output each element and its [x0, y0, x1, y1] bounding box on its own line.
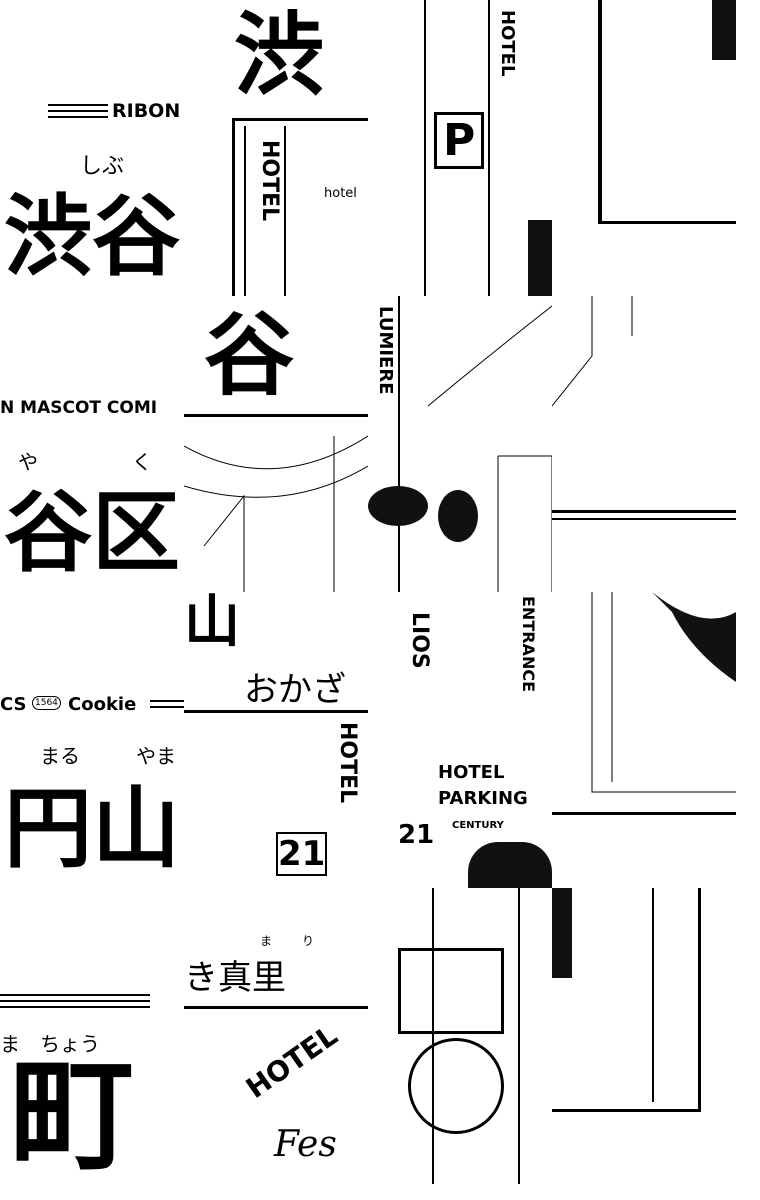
ribon-label: RIBON — [112, 100, 181, 122]
hotel-vertical-sign: HOTEL — [257, 140, 282, 222]
tile-lumiere-street[interactable]: LUMIERE — [368, 296, 552, 592]
kanji-fragment: 山 — [184, 592, 240, 655]
hotel-21-sign: 21 — [276, 832, 328, 876]
hotel-vertical-sign: HOTEL — [335, 722, 360, 804]
tile-street-wires[interactable]: 谷 — [184, 296, 368, 592]
ruby-maru: まる — [40, 744, 80, 768]
ruby-mari-ri: り — [302, 934, 315, 948]
hotel-fes-sign: HOTEL — [240, 1018, 344, 1106]
tile-hotel-sign[interactable]: 渋 HOTEL hotel — [184, 0, 368, 296]
fes-sign: Fes — [274, 1124, 337, 1165]
parking-p-sign: P — [434, 112, 485, 169]
cookie-prefix: CS — [0, 694, 27, 715]
tile-author-hotel21[interactable]: 山 おかざ HOTEL 21 — [184, 592, 368, 888]
kanji-chou: 町 — [10, 1043, 135, 1184]
tile-pole-signs[interactable] — [368, 888, 552, 1184]
ruby-yama: やま — [136, 744, 176, 768]
entrance-sign: ENTRANCE — [519, 596, 538, 692]
kanji-maru: 円山 — [4, 776, 181, 880]
tile-author-fes[interactable]: ま り き真里 HOTEL Fes — [184, 888, 368, 1184]
tile-lios-parking[interactable]: LIOS ENTRANCE HOTEL PARKING 21 CENTURY — [368, 592, 552, 888]
hotel-sign: HOTEL — [438, 762, 505, 783]
tile-alley-corner[interactable] — [552, 296, 736, 592]
parking-sign: PARKING — [438, 788, 528, 809]
kanji-shibu: 渋谷 — [4, 184, 181, 288]
author-name-end: き真里 — [184, 958, 286, 998]
kanji-yaku: 谷区 — [4, 480, 181, 584]
cookie-number: 1564 — [32, 696, 61, 710]
century-sign: CENTURY — [452, 820, 504, 831]
cookie-label: Cookie — [68, 694, 137, 715]
ruby-mari-ma: ま — [260, 934, 273, 948]
hotel-vertical-sign: HOTEL — [497, 10, 518, 77]
ruby-ya: や — [18, 450, 38, 474]
ruby-chou: ちょう — [40, 1032, 100, 1056]
hotel-21-sign: 21 — [398, 820, 435, 850]
ruby-shibu: しぶ — [80, 154, 125, 179]
tile-title-yaku[interactable]: N MASCOT COMI や く 谷区 — [0, 296, 184, 592]
lios-sign: LIOS — [407, 612, 432, 669]
hotel-small-sign: hotel — [324, 186, 357, 201]
tile-parking-sign[interactable]: HOTEL P — [368, 0, 552, 296]
mascot-label: N MASCOT COMI — [0, 398, 158, 418]
ruby-ma: ま — [0, 1032, 20, 1056]
tile-alley-palm[interactable] — [552, 592, 736, 888]
author-name-start: おかざ — [244, 670, 346, 710]
tile-title-chou[interactable]: ま ちょう 町 — [0, 888, 184, 1184]
kanji-fragment: 谷 — [204, 302, 294, 408]
kanji-fragment: 渋 — [234, 2, 324, 108]
tile-title-maru[interactable]: CS 1564 Cookie まる やま 円山 — [0, 592, 184, 888]
tile-building-frame[interactable] — [552, 0, 736, 296]
ruby-ku: く — [132, 450, 152, 474]
tile-building-frame-lower[interactable] — [552, 888, 736, 1184]
tile-title-shibu[interactable]: RIBON しぶ 渋谷 — [0, 0, 184, 296]
